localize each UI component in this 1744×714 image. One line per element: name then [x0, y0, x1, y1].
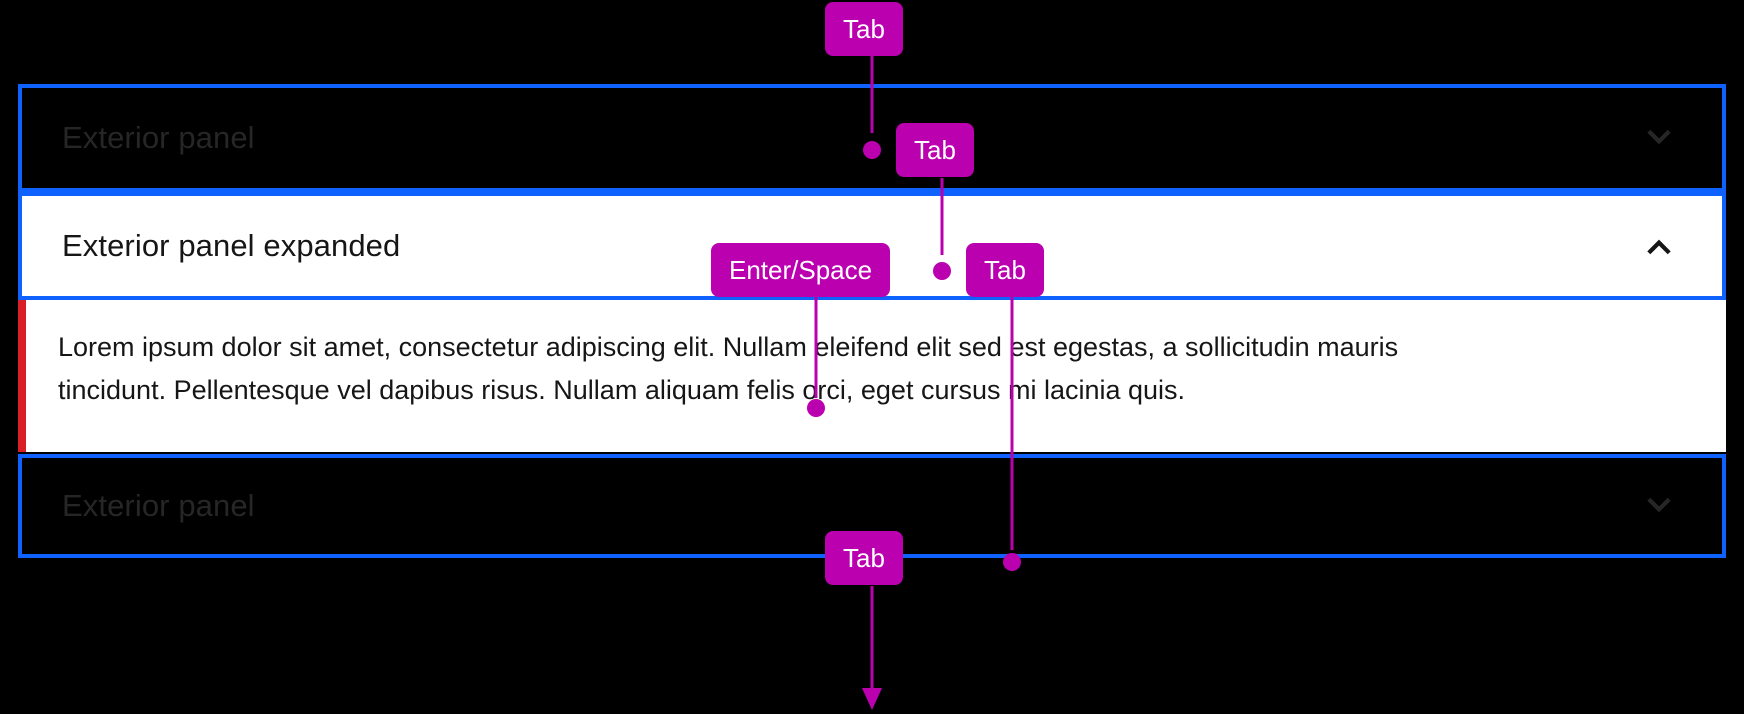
- key-hint-label: Tab: [843, 14, 885, 44]
- chevron-up-icon[interactable]: [1642, 229, 1676, 263]
- panel-divider: [18, 452, 1726, 454]
- accordion-panel-expanded-header[interactable]: Exterior panel expanded: [18, 192, 1726, 300]
- accordion-panel-collapsed-bottom[interactable]: Exterior panel: [18, 454, 1726, 558]
- chevron-down-icon[interactable]: [1642, 121, 1676, 155]
- chevron-down-icon[interactable]: [1642, 489, 1676, 523]
- connector-tab-4: [862, 586, 882, 710]
- accordion-body-text: Lorem ipsum dolor sit amet, consectetur …: [58, 332, 1399, 405]
- accordion-title-top: Exterior panel: [62, 120, 255, 156]
- accordion-title-expanded: Exterior panel expanded: [62, 228, 401, 264]
- accordion-panel-collapsed-top[interactable]: Exterior panel: [18, 84, 1726, 192]
- accordion-title-bottom: Exterior panel: [62, 488, 255, 524]
- accordion-panel-expanded-content: Lorem ipsum dolor sit amet, consectetur …: [18, 300, 1726, 454]
- key-hint-tab-1: Tab: [825, 2, 903, 56]
